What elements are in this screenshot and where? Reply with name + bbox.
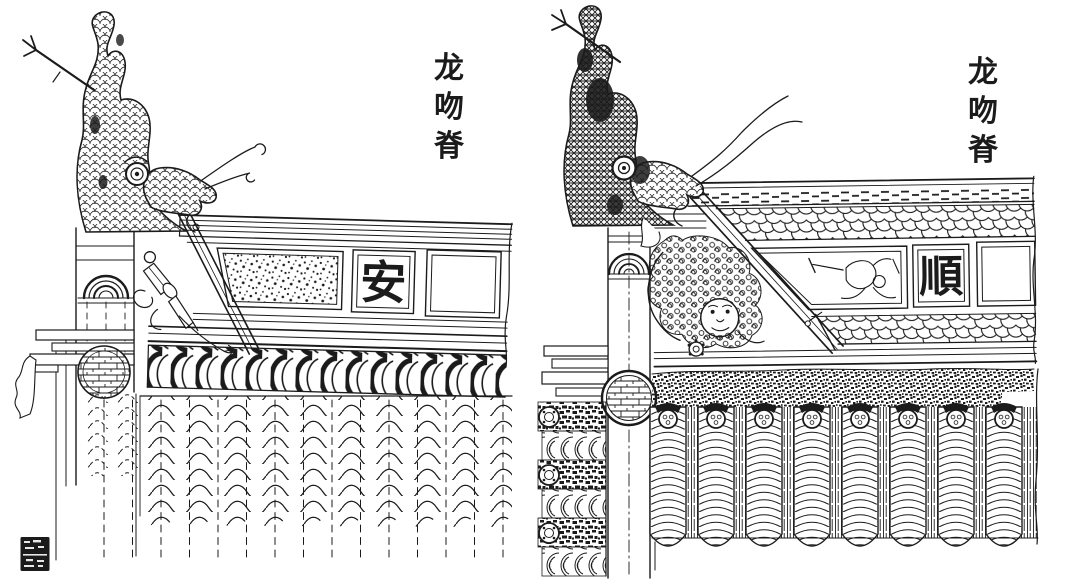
wave-tiles-left — [84, 390, 513, 557]
ribbon-rosette — [687, 339, 705, 357]
sword-trident-right — [551, 9, 622, 64]
ridge-end-ball-left — [77, 345, 131, 399]
main-ridge-right: 順 — [647, 175, 1038, 368]
tile-stack-right — [537, 401, 607, 577]
figure-left-drawing: 安 — [14, 11, 513, 571]
caption-char: 吻 — [434, 90, 464, 125]
corbel-bracket-left — [14, 355, 37, 419]
artist-seal — [20, 537, 50, 571]
hidden-tile-lines-left — [103, 399, 504, 563]
ridge-panel-character-right: 順 — [919, 251, 964, 303]
dark-mortar-band — [651, 367, 1035, 407]
torn-edge-right — [1032, 175, 1037, 364]
torn-edge-left — [504, 222, 513, 368]
fishscale-band-top — [715, 203, 1036, 242]
ridge-base-lines-right — [653, 346, 1038, 368]
diagonal-ridge-band-left — [176, 205, 260, 355]
ridge-panel-character-left: 安 — [360, 255, 407, 310]
tile-cap-rosettes — [538, 406, 560, 544]
dragon-eye-right — [611, 155, 637, 181]
dragon-whiskers-right — [691, 95, 803, 187]
dragon-ornament-left — [22, 11, 267, 233]
caption-char: 龙 — [968, 55, 998, 90]
sword-ribbon-ornament — [132, 251, 235, 358]
arch-ornament-right — [607, 252, 651, 280]
figure-panel-right — [750, 245, 909, 311]
barrel-tiles — [649, 368, 1039, 571]
dagger — [804, 311, 836, 351]
arch-ornament-left — [77, 274, 135, 304]
brick-disc — [600, 369, 658, 427]
eave-beams-right — [541, 345, 609, 397]
empty-panel-left — [424, 249, 502, 319]
gable-lion — [647, 235, 836, 357]
ridge-cap-left — [178, 214, 513, 252]
sword-trident-left — [22, 35, 96, 92]
empty-panel-right — [975, 240, 1037, 307]
tile-roll-band-left — [146, 344, 507, 398]
fishscale-band-bottom — [811, 312, 1037, 345]
ridge-base-lines-left — [147, 312, 508, 353]
textured-panel-left — [216, 247, 344, 311]
caption-char: 吻 — [968, 94, 998, 129]
figure-sketch — [808, 257, 900, 300]
dragon-eye-left — [124, 156, 149, 186]
figure-right-caption: 龙 吻 脊 — [968, 58, 998, 166]
name-panel-left: 安 — [350, 249, 416, 315]
name-panel-right: 順 — [912, 243, 971, 308]
caption-char: 脊 — [434, 129, 464, 164]
figure-left-caption: 龙 吻 脊 — [434, 54, 464, 162]
caption-char: 脊 — [968, 133, 998, 168]
dragon-ornament-right — [563, 5, 705, 248]
caption-char: 龙 — [434, 51, 464, 86]
figure-right-drawing: 順 — [537, 5, 1039, 579]
main-ridge-left: 安 — [132, 205, 513, 398]
dragon-whiskers-left — [201, 143, 267, 190]
ridge-beam-right — [686, 177, 1035, 207]
